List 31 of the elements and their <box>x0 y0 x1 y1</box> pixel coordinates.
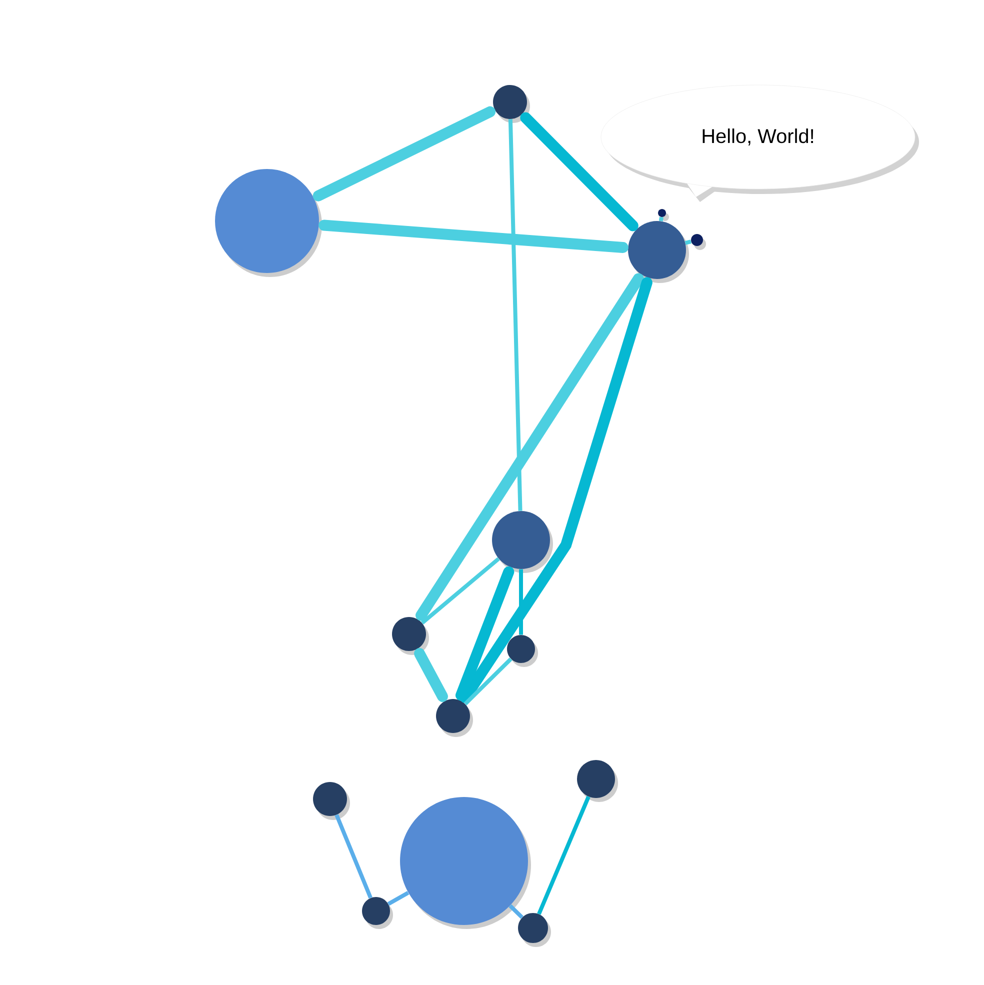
connector-line <box>460 277 652 703</box>
connector-line <box>508 904 524 919</box>
connector-line <box>420 557 500 624</box>
circle-node <box>392 617 429 655</box>
circle-node <box>577 760 618 802</box>
connector-line <box>519 569 523 635</box>
connector-line <box>537 796 590 915</box>
circle-node <box>492 511 553 573</box>
circle-node <box>628 221 689 283</box>
connector-line <box>464 658 512 706</box>
circle-node <box>507 635 538 667</box>
circle-node <box>313 782 350 820</box>
circle-node <box>658 209 669 221</box>
circle-node <box>436 699 473 737</box>
speech-bubble: Hello, World! <box>600 84 920 202</box>
connector-line <box>520 112 638 232</box>
connector-line <box>684 240 692 245</box>
circle-node <box>493 85 530 123</box>
circle-node <box>691 234 706 250</box>
connector-line <box>334 814 372 899</box>
connector-line <box>508 119 522 511</box>
connector-line <box>387 890 410 906</box>
circle-node <box>518 913 551 948</box>
connector-line <box>318 220 628 253</box>
connector-line <box>312 106 496 202</box>
connector-line <box>658 216 664 222</box>
circle-node <box>362 897 393 930</box>
circle-node <box>215 169 322 277</box>
connector-line <box>416 273 644 621</box>
connector-line <box>456 566 514 701</box>
circle-node <box>400 797 531 930</box>
